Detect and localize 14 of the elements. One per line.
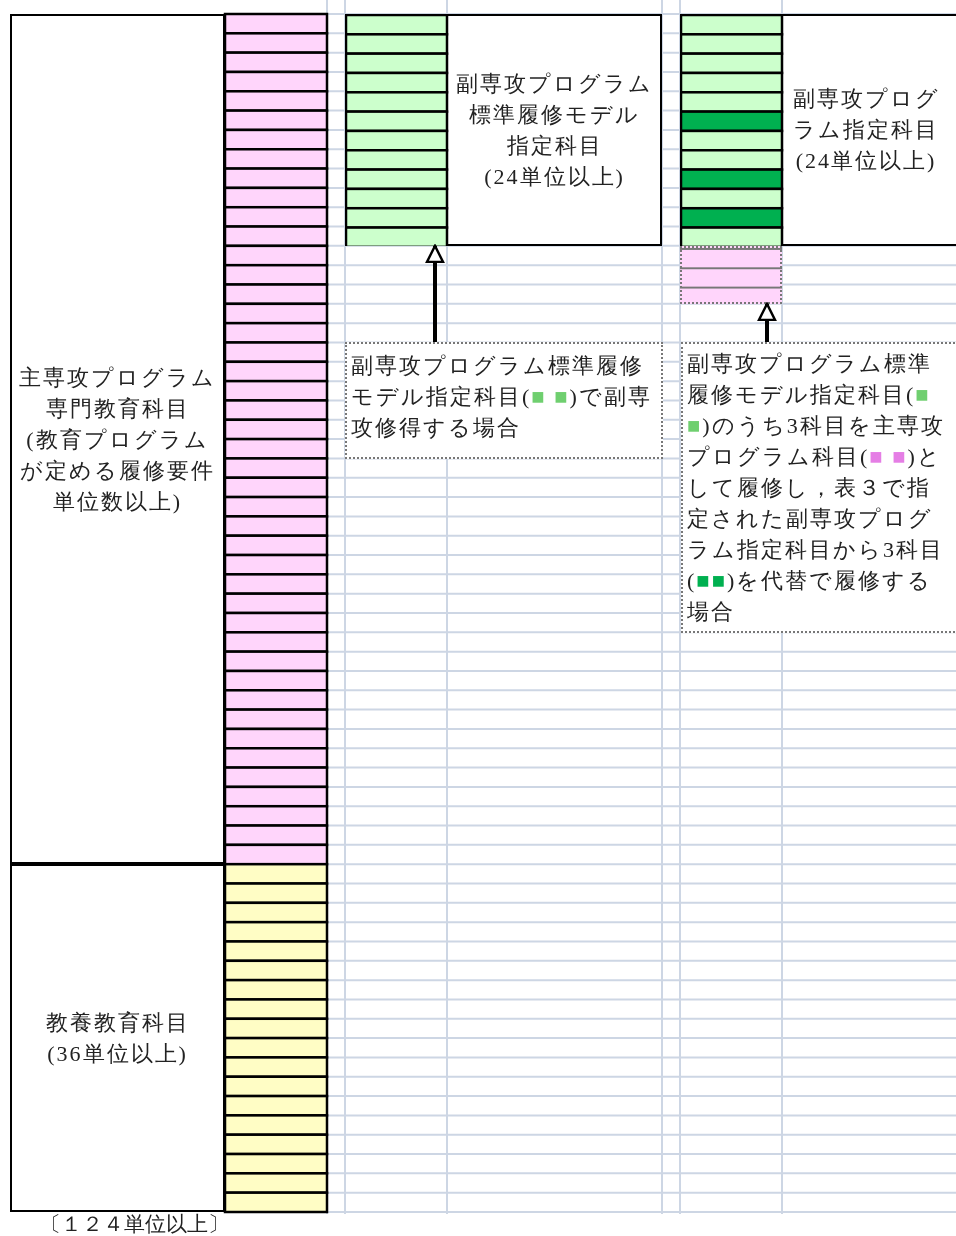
total-credits-label: 〔１２４単位以上〕 [40, 1212, 229, 1236]
category-box [10, 864, 225, 1212]
category-label: 主専攻プログラム専門教育科目(教育プログラムが定める履修要件単位数以上) [18, 363, 217, 516]
category-label: 副専攻プログラム指定科目(24単位以上) [791, 85, 941, 176]
category-box [680, 14, 956, 246]
arrow [425, 244, 445, 342]
category-box [345, 14, 662, 246]
category-label: 教養教育科目(36単位以上) [44, 1009, 191, 1069]
course-cell-block [680, 245, 782, 304]
category-box [10, 14, 225, 865]
arrow [757, 302, 777, 342]
note-box [345, 342, 663, 459]
category-label: 副専攻プログラム標準履修モデル指定科目(24単位以上) [455, 69, 654, 191]
note-text: 副専攻プログラム標準履修モデル指定科目(■ ■)で副専攻修得する場合 [351, 352, 653, 442]
